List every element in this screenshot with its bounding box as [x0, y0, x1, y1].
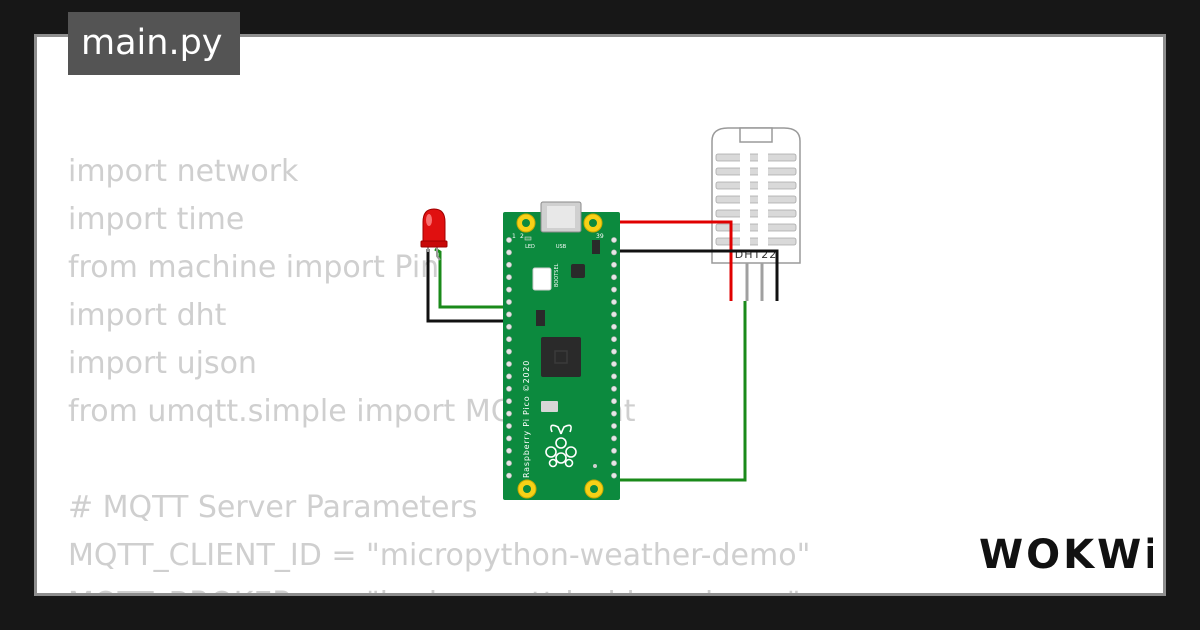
pin-pad[interactable] — [611, 323, 617, 330]
green-wire-led[interactable] — [434, 247, 511, 309]
pin-pad[interactable] — [506, 410, 512, 417]
pin-pad[interactable] — [611, 274, 617, 281]
pin-pad[interactable] — [611, 410, 617, 417]
pin-pad[interactable] — [611, 447, 617, 454]
pin-pad[interactable] — [611, 435, 617, 442]
pin-pad[interactable] — [506, 261, 512, 268]
pin-2-label: 2 — [520, 233, 524, 240]
dht22-sensor[interactable]: DHT22 — [711, 127, 801, 301]
code-line: import network — [68, 154, 299, 189]
code-line: import ujson — [68, 346, 257, 381]
rp2040-chip — [541, 337, 581, 377]
code-line: # MQTT Server Parameters — [68, 490, 478, 525]
green-wire-sensor[interactable] — [605, 301, 747, 482]
code-line: MQTT_BROKER = "broker.mqttdashboard.com" — [68, 580, 810, 593]
raspberry-pi-logo — [545, 424, 577, 468]
pin-pad[interactable] — [611, 237, 617, 243]
wokwi-logo-text: WOKWi — [979, 532, 1153, 578]
board-name-label: Raspberry Pi Pico ©2020 — [522, 360, 531, 478]
pin-pad[interactable] — [611, 423, 617, 429]
red-wire[interactable] — [606, 220, 733, 301]
red-led[interactable] — [420, 208, 448, 261]
wires — [426, 220, 779, 482]
usb-label: USB — [556, 244, 567, 250]
pin-pad[interactable] — [506, 423, 512, 429]
pin-pad[interactable] — [611, 472, 617, 479]
pin-pad[interactable] — [506, 249, 512, 256]
pin-pad[interactable] — [506, 385, 512, 392]
black-wire-sensor[interactable] — [606, 249, 779, 301]
code-line: import time — [68, 202, 245, 237]
black-wire-led[interactable] — [426, 249, 512, 323]
bootsel-label: BOOTSEL — [554, 263, 560, 287]
pin-pad[interactable] — [611, 286, 617, 293]
pin-pad[interactable] — [611, 249, 617, 256]
pin-pad[interactable] — [506, 237, 512, 243]
code-line: from machine import Pin — [68, 250, 440, 285]
canvas-card: import network import time from machine im… — [34, 34, 1166, 596]
pin-pad[interactable] — [506, 286, 512, 293]
file-tab-main-py[interactable]: main.py — [68, 12, 240, 75]
pin-pad[interactable] — [611, 361, 617, 367]
pin-pad[interactable] — [506, 460, 512, 467]
pin-pad[interactable] — [506, 373, 512, 380]
raspberry-pi-pico-board[interactable]: 1 2 39 LED USB BOOTSEL Raspberry Pi Pico… — [503, 201, 620, 500]
pin-39-label: 39 — [596, 233, 604, 240]
led-label: LED — [525, 244, 535, 250]
code-line: import dht — [68, 298, 227, 333]
bootsel-button[interactable] — [532, 267, 552, 291]
pin-pad[interactable] — [506, 361, 512, 367]
onboard-led — [524, 236, 532, 241]
pin-pad[interactable] — [611, 311, 617, 318]
pin-pad[interactable] — [611, 373, 617, 380]
pin-pad[interactable] — [611, 398, 617, 405]
pin-pad[interactable] — [611, 348, 617, 355]
pin-pad[interactable] — [506, 274, 512, 281]
wokwi-logo: WOKWi — [979, 532, 1153, 578]
pin-1-label: 1 — [512, 233, 516, 240]
pin-pad[interactable] — [506, 336, 512, 343]
pin-pad[interactable] — [506, 299, 512, 305]
pin-pad[interactable] — [611, 299, 617, 305]
pin-pad[interactable] — [506, 398, 512, 405]
code-line: MQTT_CLIENT_ID = "micropython-weather-de… — [68, 538, 811, 573]
pin-pad[interactable] — [506, 447, 512, 454]
pin-pad[interactable] — [506, 472, 512, 479]
pin-pad[interactable] — [611, 336, 617, 343]
pin-pad[interactable] — [611, 460, 617, 467]
pin-pad[interactable] — [506, 311, 512, 318]
pin-pad[interactable] — [506, 323, 512, 330]
pin-pad[interactable] — [506, 348, 512, 355]
pin-pad[interactable] — [611, 385, 617, 392]
pin-pad[interactable] — [506, 435, 512, 442]
pin-pad[interactable] — [611, 261, 617, 268]
